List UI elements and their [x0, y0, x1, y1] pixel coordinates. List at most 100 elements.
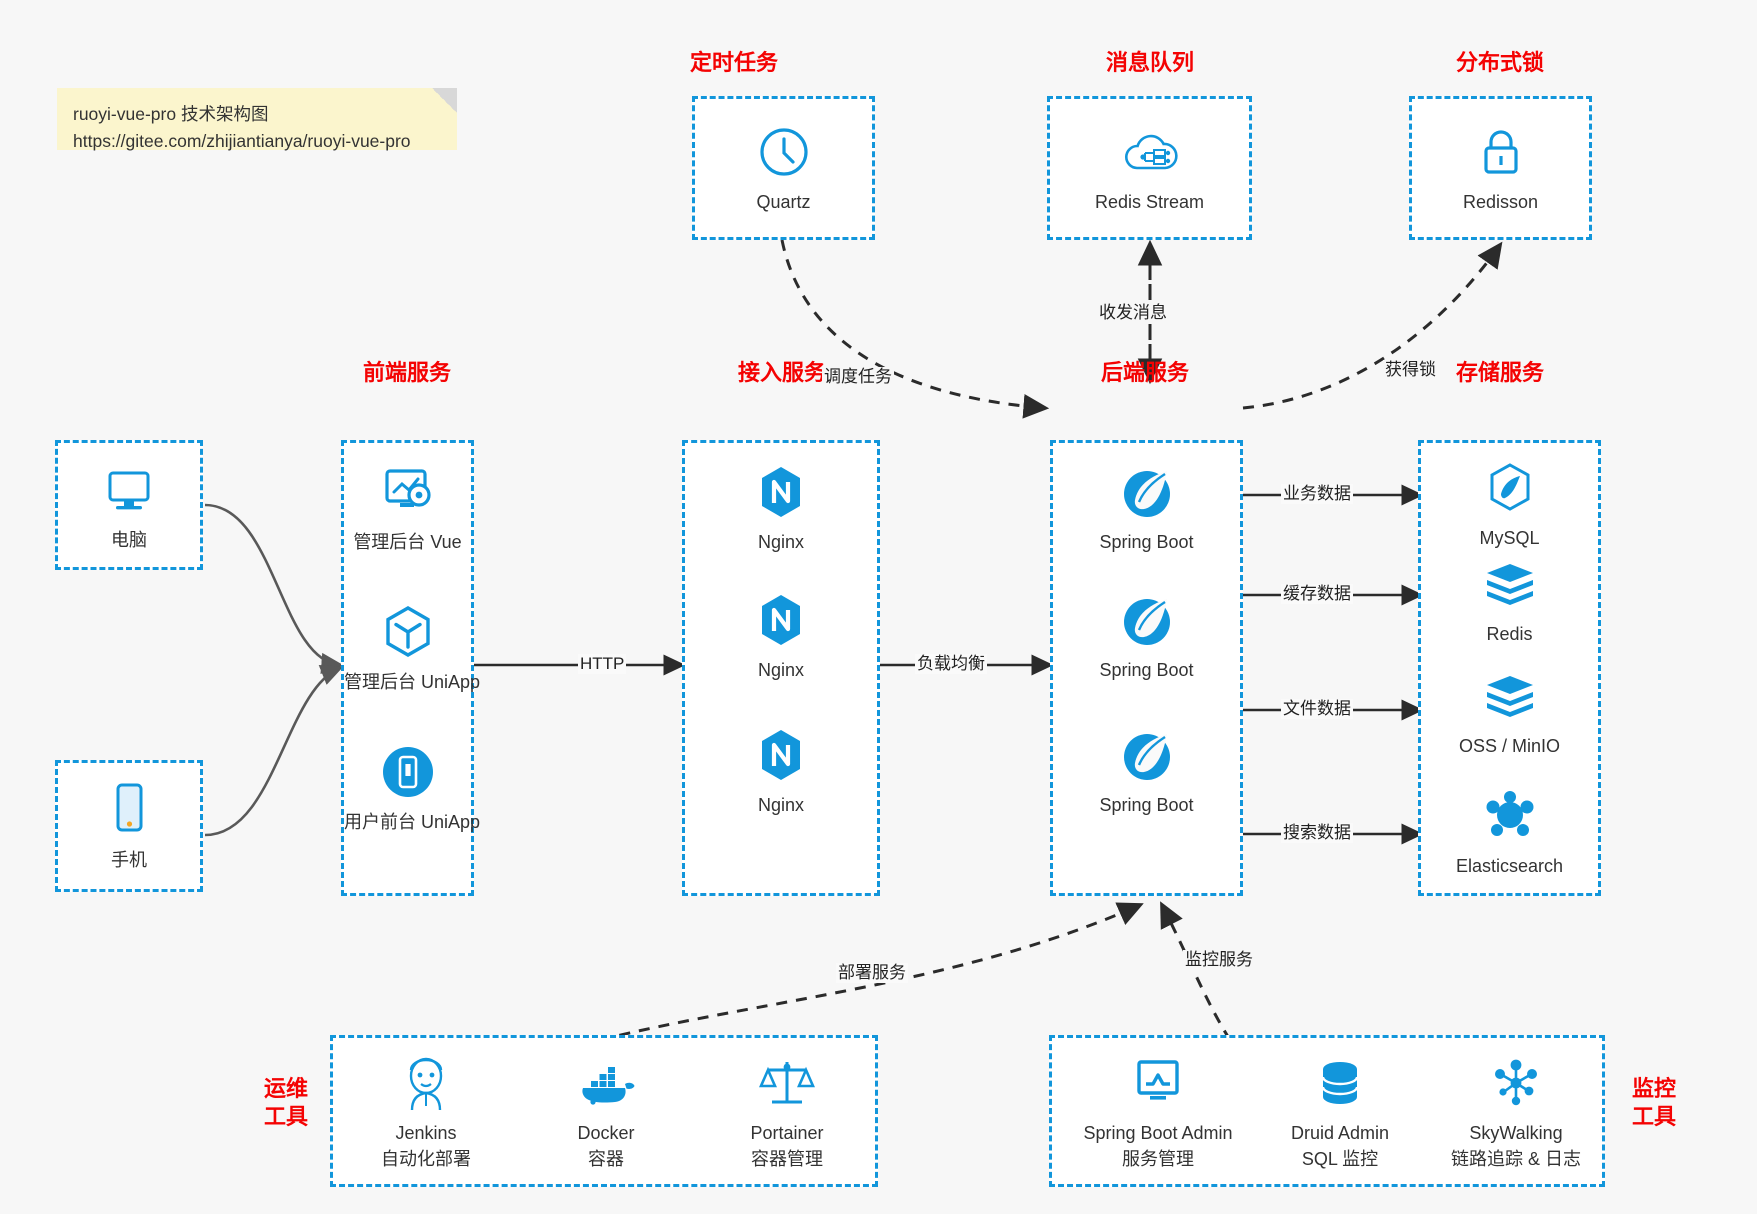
sticky-note: ruoyi-vue-pro 技术架构图 https://gitee.com/zh…	[57, 88, 457, 151]
node-name: Portainer	[750, 1123, 824, 1143]
group-scheduled-task[interactable]: Quartz	[692, 96, 875, 240]
ops-title-line1: 运维	[263, 1076, 308, 1101]
desktop-icon	[58, 459, 200, 521]
mysql-icon	[1421, 457, 1598, 519]
group-client-desktop[interactable]: 电脑	[55, 440, 203, 570]
note-url: https://gitee.com/zhijiantianya/ruoyi-vu…	[73, 131, 411, 152]
node-docker[interactable]: Docker 容器	[521, 1052, 691, 1172]
group-backend[interactable]: Spring Boot Spring Boot Spring Boot	[1050, 440, 1243, 896]
docker-icon	[521, 1052, 691, 1114]
node-redis-stream[interactable]: Redis Stream	[1050, 121, 1249, 214]
nginx-icon	[685, 724, 877, 786]
node-oss-minio[interactable]: OSS / MinIO	[1421, 665, 1598, 758]
group-ops-tools[interactable]: Jenkins 自动化部署 Docker 容器	[330, 1035, 878, 1187]
node-redis[interactable]: Redis	[1421, 553, 1598, 646]
node-label: Quartz	[756, 192, 811, 212]
node-label: 用户前台 UniApp	[344, 812, 481, 832]
node-label: Spring Boot	[1099, 795, 1194, 815]
group-frontend[interactable]: 管理后台 Vue 管理后台 UniApp 用户前台 UniApp	[341, 440, 481, 896]
node-name: Jenkins	[395, 1123, 457, 1143]
node-label: Nginx	[757, 532, 805, 552]
cube-icon	[344, 601, 471, 663]
node-jenkins[interactable]: Jenkins 自动化部署	[341, 1052, 511, 1172]
oss-icon	[1421, 665, 1598, 727]
node-label: 管理后台 UniApp	[344, 672, 481, 692]
group-monitor-tools[interactable]: Spring Boot Admin 服务管理 Druid Admin SQL 监…	[1049, 1035, 1605, 1187]
node-spring-boot-1[interactable]: Spring Boot	[1053, 461, 1240, 554]
edge-label-file-data: 文件数据	[1281, 699, 1353, 720]
edge-label-business-data: 业务数据	[1281, 484, 1353, 505]
node-user-uniapp[interactable]: 用户前台 UniApp	[344, 741, 481, 834]
node-admin-uniapp[interactable]: 管理后台 UniApp	[344, 601, 481, 694]
node-label: Elasticsearch	[1455, 856, 1564, 876]
node-desc: 容器管理	[751, 1149, 823, 1170]
edge-label-http: HTTP	[578, 654, 627, 675]
node-label: Redis Stream	[1094, 192, 1205, 212]
node-label: Spring Boot	[1099, 660, 1194, 680]
node-label: MySQL	[1479, 528, 1540, 548]
node-label: 电脑	[111, 530, 147, 550]
node-admin-vue[interactable]: 管理后台 Vue	[344, 461, 471, 554]
node-name: Spring Boot Admin	[1083, 1123, 1233, 1143]
mobile-app-icon	[344, 741, 471, 803]
note-fold-corner	[432, 88, 457, 113]
redis-icon	[1421, 553, 1598, 615]
node-desktop[interactable]: 电脑	[58, 459, 200, 552]
nginx-icon	[685, 589, 877, 651]
node-label: Nginx	[757, 660, 805, 680]
node-spring-boot-admin[interactable]: Spring Boot Admin 服务管理	[1058, 1052, 1258, 1172]
node-desc: 自动化部署	[381, 1149, 471, 1170]
node-label: Redis	[1486, 624, 1533, 644]
ops-title-line2: 工具	[263, 1103, 308, 1129]
node-mobile[interactable]: 手机	[58, 779, 200, 872]
node-name: Druid Admin	[1290, 1123, 1390, 1143]
node-label: OSS / MinIO	[1458, 736, 1561, 756]
group-distributed-lock[interactable]: Redisson	[1409, 96, 1592, 240]
portainer-icon	[701, 1052, 873, 1114]
group-storage[interactable]: MySQL Redis OSS / MinIO	[1418, 440, 1601, 896]
clock-icon	[695, 121, 872, 183]
node-druid-admin[interactable]: Druid Admin SQL 监控	[1252, 1052, 1428, 1172]
mobile-icon	[58, 779, 200, 841]
node-quartz[interactable]: Quartz	[695, 121, 872, 214]
edge-label-monitor-service: 监控服务	[1183, 950, 1255, 971]
database-icon	[1252, 1052, 1428, 1114]
node-desc: SQL 监控	[1301, 1149, 1379, 1170]
node-spring-boot-2[interactable]: Spring Boot	[1053, 589, 1240, 682]
node-name: Docker	[577, 1123, 635, 1143]
group-title-distributed-lock: 分布式锁	[1455, 50, 1544, 75]
spring-icon	[1053, 589, 1240, 651]
edge-label-schedule-task: 调度任务	[822, 367, 894, 388]
edge-label-cache-data: 缓存数据	[1281, 584, 1353, 605]
node-label: Redisson	[1462, 192, 1539, 212]
node-mysql[interactable]: MySQL	[1421, 457, 1598, 550]
spring-icon	[1053, 461, 1240, 523]
node-portainer[interactable]: Portainer 容器管理	[701, 1052, 873, 1172]
node-label: 手机	[111, 850, 147, 870]
node-nginx-1[interactable]: Nginx	[685, 461, 877, 554]
node-nginx-2[interactable]: Nginx	[685, 589, 877, 682]
edge-label-send-receive-message: 收发消息	[1097, 303, 1169, 324]
node-spring-boot-3[interactable]: Spring Boot	[1053, 724, 1240, 817]
node-redisson[interactable]: Redisson	[1412, 121, 1589, 214]
group-title-backend: 后端服务	[1100, 360, 1189, 385]
node-skywalking[interactable]: SkyWalking 链路追踪 & 日志	[1428, 1052, 1604, 1172]
node-label: 管理后台 Vue	[353, 532, 462, 552]
group-gateway[interactable]: Nginx Nginx Nginx	[682, 440, 880, 896]
jenkins-icon	[341, 1052, 511, 1114]
elasticsearch-icon	[1421, 785, 1598, 847]
monitor-chart-icon	[1058, 1052, 1258, 1114]
node-nginx-3[interactable]: Nginx	[685, 724, 877, 817]
node-elasticsearch[interactable]: Elasticsearch	[1421, 785, 1598, 878]
node-name: SkyWalking	[1469, 1123, 1563, 1143]
group-title-storage: 存储服务	[1455, 360, 1544, 385]
lock-icon	[1412, 121, 1589, 183]
monitor-title-line1: 监控	[1631, 1076, 1676, 1101]
group-message-queue[interactable]: Redis Stream	[1047, 96, 1252, 240]
cloud-stream-icon	[1050, 121, 1249, 183]
group-title-scheduled-task: 定时任务	[689, 50, 778, 75]
group-client-mobile[interactable]: 手机	[55, 760, 203, 892]
node-desc: 容器	[588, 1149, 624, 1170]
group-title-monitor-tools: 监控 工具	[1618, 1075, 1690, 1130]
